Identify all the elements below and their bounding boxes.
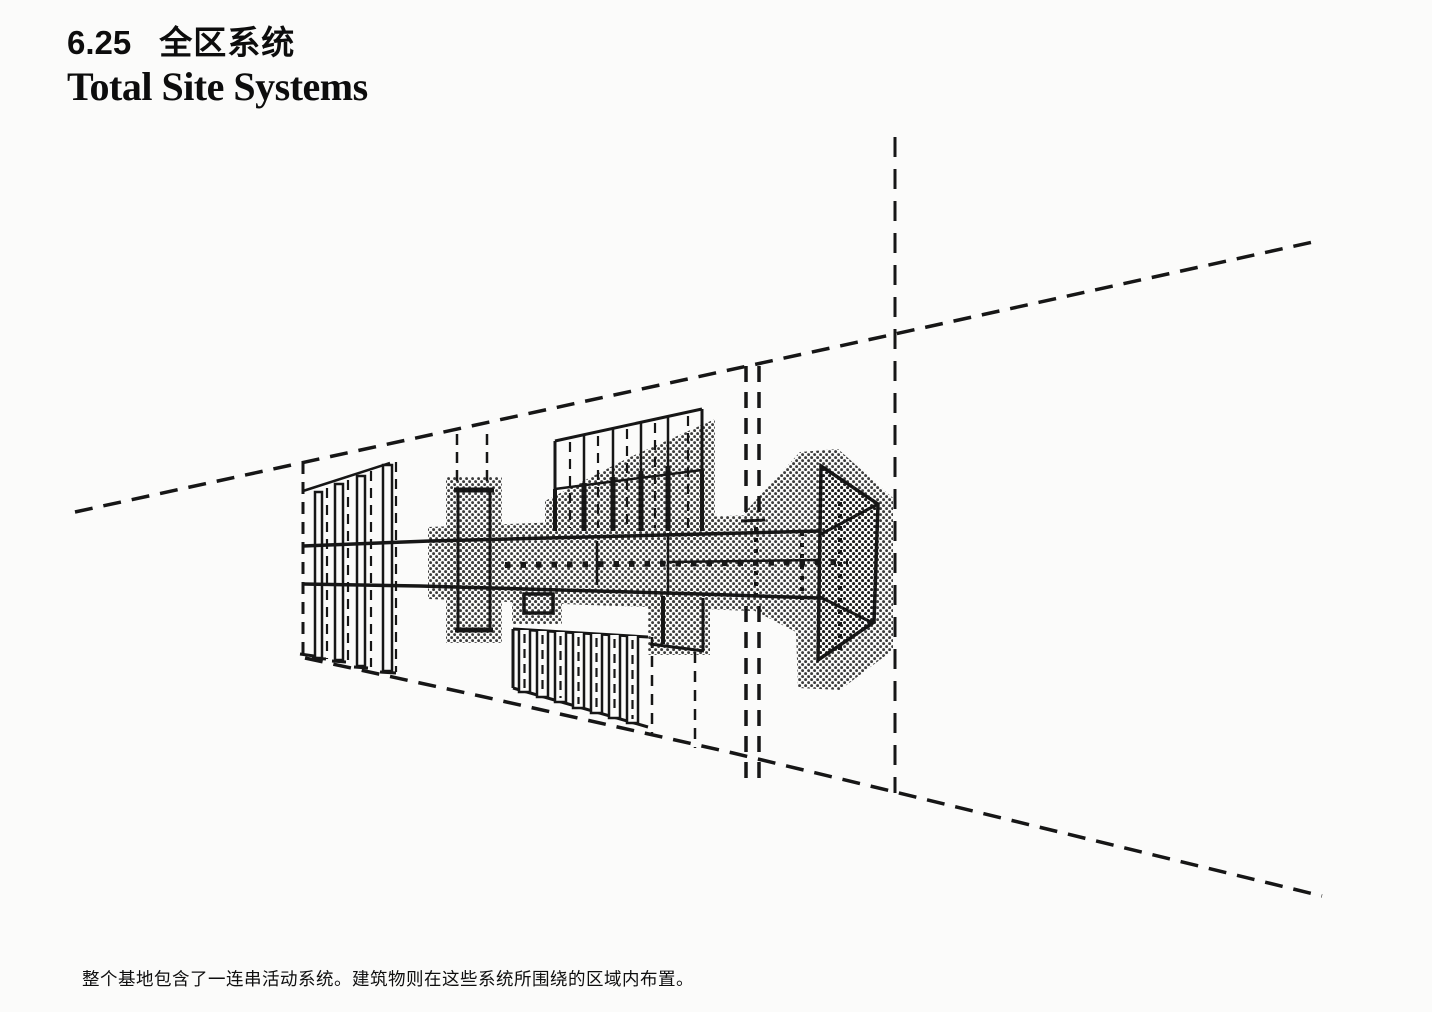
upper-tower (454, 434, 494, 633)
direction-arrow (816, 462, 880, 664)
bottom-comb (511, 627, 654, 733)
double-dashed-lines (740, 366, 766, 778)
left-bar-group (299, 461, 398, 675)
upper-comb (553, 407, 704, 531)
lower-stub (522, 592, 555, 615)
title-chinese: 全区系统 (159, 24, 296, 61)
title-english: Total Site Systems (67, 64, 368, 109)
page-title: 6.25 全区系统 Total Site Systems (67, 16, 368, 108)
right-foot-block (649, 596, 705, 748)
section-number: 6.25 (67, 24, 132, 61)
perspective-dashed-lines (74, 137, 1323, 898)
figure-caption: 整个基地包含了一连串活动系统。建筑物则在这些系统所围绕的区域内布置。 (82, 969, 694, 989)
